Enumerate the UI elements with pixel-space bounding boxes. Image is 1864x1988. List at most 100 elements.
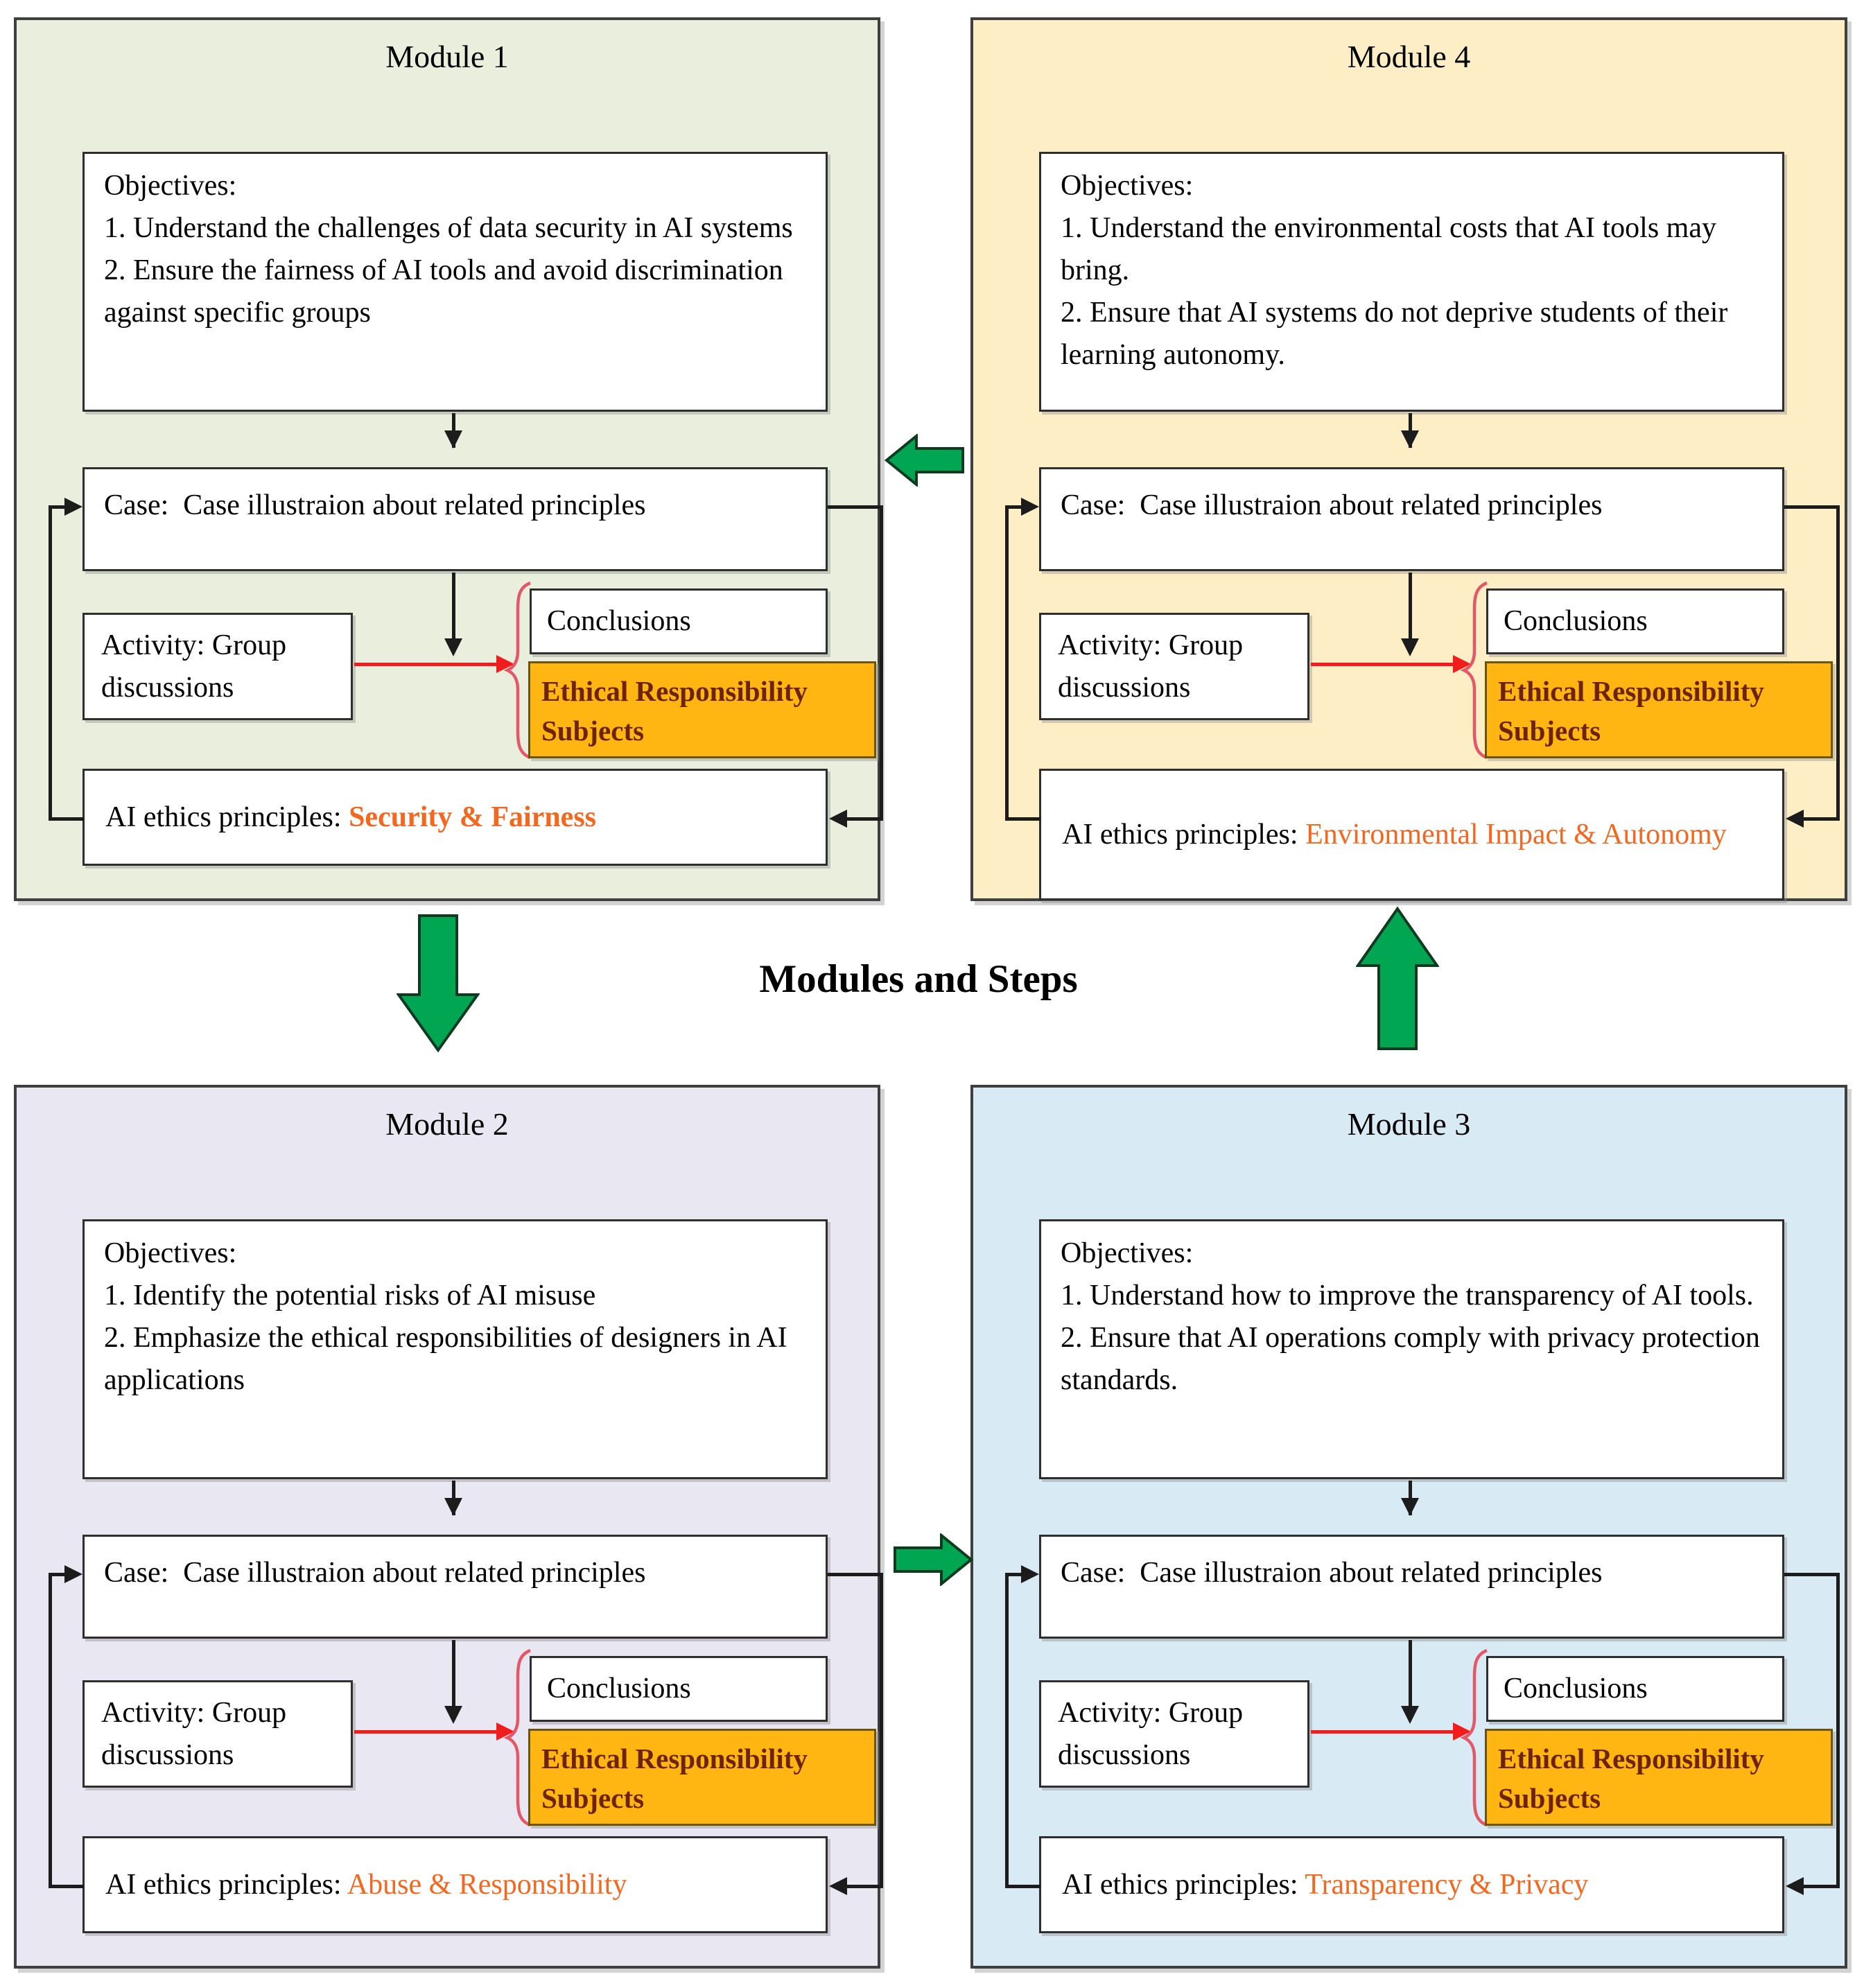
feedback-right-line	[880, 1573, 883, 1888]
module-4-objectives-box: Objectives: 1. Understand the environmen…	[1039, 152, 1784, 412]
arrowhead-left-icon	[1786, 810, 1804, 828]
arrowhead-down-icon	[444, 430, 462, 448]
principles-text: AI ethics principles: Environmental Impa…	[1062, 814, 1727, 856]
arrowhead-right-icon	[1021, 498, 1039, 516]
arrowhead-right-icon	[64, 498, 82, 516]
module-1-title: Module 1	[385, 39, 509, 74]
feedback-left-top-segment	[49, 505, 67, 509]
module-3-conclusions-box: Conclusions	[1486, 1656, 1784, 1722]
objective-item-1: 1. Understand how to improve the transpa…	[1061, 1279, 1754, 1311]
objective-item-2: 2. Ensure that AI systems do not deprive…	[1061, 296, 1728, 371]
objective-item-1: 1. Identify the potential risks of AI mi…	[104, 1279, 596, 1311]
feedback-left-bottom-segment	[1005, 817, 1040, 821]
module-2-activity-box: Activity: Group discussions	[82, 1680, 353, 1788]
connector-case-to-activity-row	[1409, 1640, 1412, 1708]
feedback-right-line	[1836, 1573, 1840, 1888]
activity-output-line	[354, 1730, 498, 1734]
activity-output-line	[354, 663, 498, 666]
module-3-case-box: Case: Case illustraion about related pri…	[1039, 1535, 1784, 1639]
module-2-title: Module 2	[385, 1106, 509, 1142]
connector-case-to-activity-row	[1409, 573, 1412, 640]
arrowhead-down-icon	[1401, 1498, 1419, 1516]
feedback-right-bottom-segment	[1804, 1885, 1840, 1888]
module-2-case-box: Case: Case illustraion about related pri…	[82, 1535, 828, 1639]
module-1-case-box: Case: Case illustraion about related pri…	[82, 467, 828, 571]
principles-text: AI ethics principles: Transparency & Pri…	[1062, 1864, 1588, 1906]
principle-value: Security & Fairness	[349, 801, 597, 833]
arrowhead-left-icon	[829, 810, 847, 828]
arrowhead-down-icon	[1401, 430, 1419, 448]
arrowhead-down-icon	[1401, 638, 1419, 656]
feedback-right-bottom-segment	[847, 1885, 883, 1888]
feedback-left-top-segment	[1005, 1573, 1023, 1576]
module-4-principles-box: AI ethics principles: Environmental Impa…	[1039, 769, 1784, 900]
module-1-objectives-box: Objectives: 1. Understand the challenges…	[82, 152, 828, 412]
module-3-principles-box: AI ethics principles: Transparency & Pri…	[1039, 1836, 1784, 1933]
principles-prefix: AI ethics principles:	[105, 1868, 347, 1901]
module-3-title: Module 3	[1347, 1106, 1471, 1142]
flow-arrow-module4-to-module1-icon	[885, 434, 964, 487]
connector-case-to-activity-row	[452, 573, 455, 640]
feedback-left-top-segment	[1005, 505, 1023, 509]
flow-arrow-module2-to-module3-icon	[894, 1533, 973, 1586]
module-1: Module 1 Objectives: 1. Understand the c…	[14, 17, 883, 901]
feedback-right-bottom-segment	[847, 817, 883, 821]
feedback-left-bottom-segment	[49, 1885, 84, 1888]
module-1-ethical-subjects-box: Ethical Responsibility Subjects	[528, 661, 876, 758]
module-2-conclusions-box: Conclusions	[530, 1656, 828, 1722]
arrowhead-down-icon	[444, 1498, 462, 1516]
module-4-title: Module 4	[1347, 39, 1471, 74]
arrowhead-down-icon	[444, 1706, 462, 1724]
objectives-heading: Objectives:	[1061, 170, 1194, 202]
module-4-ethical-subjects-box: Ethical Responsibility Subjects	[1485, 661, 1833, 758]
arrowhead-left-icon	[1786, 1877, 1804, 1895]
objective-item-2: 2. Ensure the fairness of AI tools and a…	[104, 254, 783, 329]
principles-prefix: AI ethics principles:	[1062, 818, 1306, 851]
red-brace-icon	[1461, 1648, 1488, 1827]
principle-value: Abuse & Responsibility	[347, 1868, 627, 1901]
feedback-right-line	[880, 505, 883, 821]
module-2-ethical-subjects-box: Ethical Responsibility Subjects	[528, 1729, 876, 1826]
activity-output-line	[1311, 1730, 1455, 1734]
objectives-heading: Objectives:	[1061, 1237, 1194, 1269]
red-brace-icon	[1461, 581, 1488, 760]
module-3: Module 3 Objectives: 1. Understand how t…	[970, 1085, 1847, 1969]
feedback-right-top-segment	[1784, 1573, 1840, 1576]
red-brace-icon	[504, 581, 531, 760]
red-brace-icon	[504, 1648, 531, 1827]
module-2-objectives-box: Objectives: 1. Identify the potential ri…	[82, 1219, 828, 1479]
arrowhead-down-icon	[444, 638, 462, 656]
principle-value: Environmental Impact & Autonomy	[1305, 818, 1727, 851]
arrowhead-down-icon	[1401, 1706, 1419, 1724]
principles-prefix: AI ethics principles:	[105, 801, 349, 833]
objective-item-1: 1. Understand the environmental costs th…	[1061, 211, 1716, 286]
arrowhead-right-icon	[1021, 1565, 1039, 1583]
feedback-left-bottom-segment	[1005, 1885, 1040, 1888]
objectives-heading: Objectives:	[104, 170, 237, 202]
feedback-right-bottom-segment	[1804, 817, 1840, 821]
activity-output-line	[1311, 663, 1455, 666]
objective-item-2: 2. Emphasize the ethical responsibilitie…	[104, 1321, 787, 1396]
arrowhead-right-icon	[64, 1565, 82, 1583]
module-3-objectives-box: Objectives: 1. Understand how to improve…	[1039, 1219, 1784, 1479]
module-4-case-box: Case: Case illustraion about related pri…	[1039, 467, 1784, 571]
feedback-left-line	[1005, 1573, 1009, 1888]
module-3-ethical-subjects-box: Ethical Responsibility Subjects	[1485, 1729, 1833, 1826]
objective-item-1: 1. Understand the challenges of data sec…	[104, 211, 793, 244]
feedback-right-top-segment	[828, 1573, 883, 1576]
module-2: Module 2 Objectives: 1. Identify the pot…	[14, 1085, 883, 1969]
module-4-activity-box: Activity: Group discussions	[1039, 613, 1309, 720]
principles-prefix: AI ethics principles:	[1062, 1868, 1305, 1901]
diagram-title: Modules and Steps	[759, 957, 1078, 1001]
principles-text: AI ethics principles: Security & Fairnes…	[105, 796, 596, 839]
module-3-activity-box: Activity: Group discussions	[1039, 1680, 1309, 1788]
feedback-left-top-segment	[49, 1573, 67, 1576]
module-4: Module 4 Objectives: 1. Understand the e…	[970, 17, 1847, 901]
objectives-heading: Objectives:	[104, 1237, 237, 1269]
principles-text: AI ethics principles: Abuse & Responsibi…	[105, 1864, 627, 1906]
module-1-conclusions-box: Conclusions	[530, 588, 828, 654]
feedback-left-line	[49, 1573, 52, 1888]
feedback-left-bottom-segment	[49, 817, 84, 821]
feedback-left-line	[49, 505, 52, 821]
